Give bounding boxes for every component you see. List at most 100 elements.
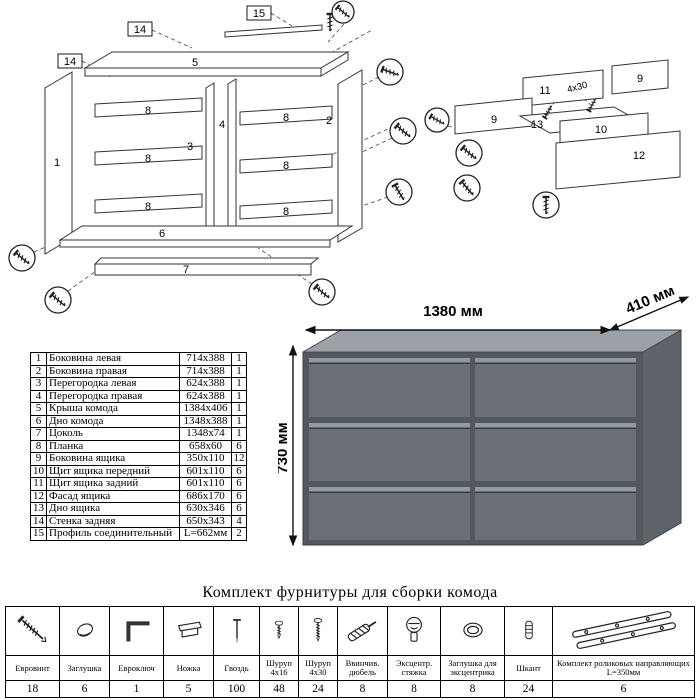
part-name: Фасад ящика xyxy=(46,489,180,503)
drawer-front xyxy=(475,358,636,417)
part-label: 8 xyxy=(283,160,289,172)
part-num: 3 xyxy=(30,377,47,391)
part-name: Стенка задняя xyxy=(46,514,180,528)
part-qty: 6 xyxy=(231,477,247,491)
part-name: Щит ящика передний xyxy=(46,464,180,478)
hardware-name: Заглушка xyxy=(59,655,110,681)
dresser-product-image: 1380 мм 410 мм 730 мм xyxy=(278,288,690,547)
cabinet-panels xyxy=(44,24,363,276)
confirmat-screw-icon xyxy=(16,615,46,643)
plank xyxy=(239,105,333,126)
part-label: 8 xyxy=(145,153,151,165)
hex-key-icon xyxy=(125,621,150,642)
part-label: 5 xyxy=(192,57,198,69)
part-label: 6 xyxy=(159,228,165,240)
cam-cap-icon xyxy=(462,622,483,638)
drawer-panels xyxy=(454,59,681,190)
screw-4x30-icon xyxy=(313,618,323,643)
part-size: 686x170 xyxy=(179,489,232,503)
screw-size-note: 4x30 xyxy=(566,80,589,96)
part-name: Планка xyxy=(46,439,180,453)
part-size: 601x110 xyxy=(179,477,232,491)
drawer-back-panel xyxy=(522,69,604,107)
part-label: 4 xyxy=(219,119,225,131)
width-dimension: 1380 мм xyxy=(304,303,612,335)
part-qty: 6 xyxy=(231,464,247,478)
hardware-name: Ввинчив. дюбель xyxy=(337,655,388,681)
hardware-names-row: Евровинт Заглушка Евроключ Ножка Гвоздь … xyxy=(5,655,695,681)
screw-4x16-icon xyxy=(274,620,284,640)
hardware-qty-row: 18 6 1 5 100 48 24 8 8 8 24 6 xyxy=(5,680,695,698)
hardware-qty: 5 xyxy=(163,680,214,698)
part-name: Перегородка левая xyxy=(46,377,180,391)
part-size: 601x110 xyxy=(179,464,232,478)
drawer-facade xyxy=(555,130,681,190)
dresser-drawers xyxy=(309,358,636,540)
part-label: 14 xyxy=(134,24,146,36)
screw-in-dowel-icon xyxy=(347,621,376,642)
part-label: 1 xyxy=(54,157,60,169)
part-name: Профиль соединительный xyxy=(46,527,180,541)
part-qty: 6 xyxy=(231,489,247,503)
part-qty: 2 xyxy=(231,527,247,541)
hardware-qty: 48 xyxy=(259,680,299,698)
drawer-front xyxy=(309,423,470,481)
part-name: Цоколь xyxy=(46,427,180,441)
part-num: 6 xyxy=(30,414,47,428)
hardware-qty: 6 xyxy=(59,680,110,698)
part-qty: 6 xyxy=(231,439,247,453)
hardware-name: Евроключ xyxy=(109,655,164,681)
part-number-labels: 15 14 14 5 1 2 3 4 6 7 8 8 8 8 8 8 9 9 1… xyxy=(54,8,645,276)
plank xyxy=(94,145,203,166)
part-size: 650x343 xyxy=(179,514,232,528)
part-size: 714x388 xyxy=(179,352,232,366)
part-num: 1 xyxy=(30,352,47,366)
part-num: 7 xyxy=(30,427,47,441)
part-name: Боковина левая xyxy=(46,352,180,366)
part-qty: 1 xyxy=(231,364,247,378)
part-qty: 1 xyxy=(231,377,247,391)
part-size: 714x388 xyxy=(179,364,232,378)
part-size: L=662мм xyxy=(179,527,232,541)
drawer-front xyxy=(475,487,636,540)
part-qty: 6 xyxy=(231,502,247,516)
bottom-board xyxy=(58,225,354,241)
part-size: 350x110 xyxy=(179,452,232,466)
part-qty: 12 xyxy=(231,452,247,466)
hardware-name: Шуруп 4x30 xyxy=(298,655,338,681)
part-size: 1384x406 xyxy=(179,402,232,416)
part-qty: 1 xyxy=(231,389,247,403)
wooden-dowel-icon xyxy=(524,620,533,640)
dresser-top-face xyxy=(303,330,681,352)
part-num: 14 xyxy=(30,514,47,528)
part-label: 7 xyxy=(183,264,189,276)
part-label: 14 xyxy=(64,56,76,68)
dresser-side-face xyxy=(643,330,681,545)
part-label: 8 xyxy=(283,112,289,124)
plank xyxy=(239,199,333,220)
part-label: 11 xyxy=(539,85,550,97)
part-num: 13 xyxy=(30,502,47,516)
cap-icon xyxy=(76,623,93,637)
hardware-qty: 8 xyxy=(440,680,505,698)
part-label: 3 xyxy=(187,141,193,153)
part-qty: 1 xyxy=(231,414,247,428)
part-label: 12 xyxy=(633,150,645,162)
part-name: Перегородка правая xyxy=(46,389,180,403)
part-label: 8 xyxy=(283,206,289,218)
hardware-name: Гвоздь xyxy=(213,655,260,681)
hardware-name: Шкант xyxy=(504,655,553,681)
part-num: 9 xyxy=(30,452,47,466)
part-size: 624x388 xyxy=(179,377,232,391)
hardware-name: Ножка xyxy=(163,655,214,681)
part-num: 2 xyxy=(30,364,47,378)
right-partition xyxy=(227,78,237,232)
